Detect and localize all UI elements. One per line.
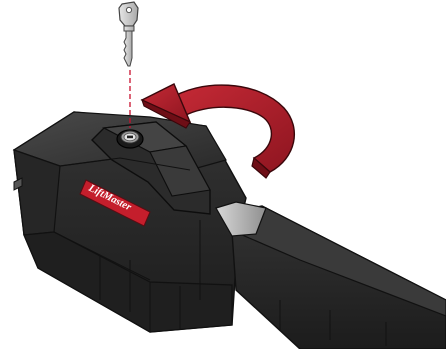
gate-operator-body — [14, 112, 446, 349]
keyhole-icon — [117, 130, 143, 148]
key-icon — [119, 2, 138, 66]
